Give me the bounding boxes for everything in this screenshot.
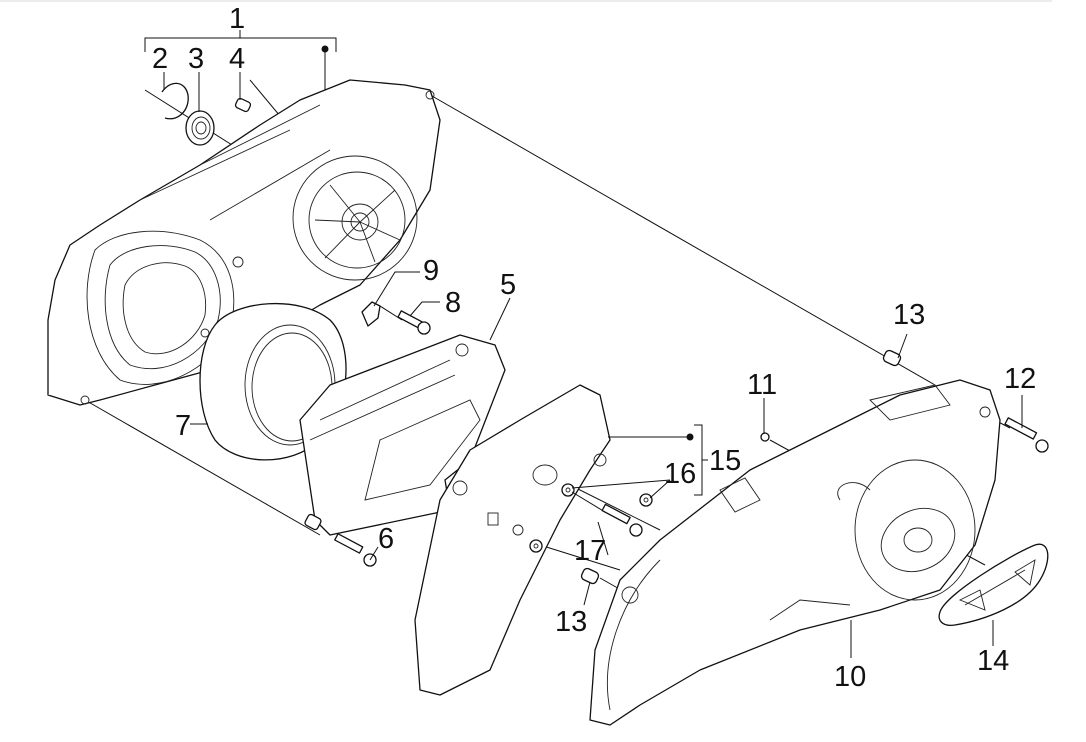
badge-emblem	[938, 543, 1049, 626]
callout-labels: 1 2 3 4 5 6 7 8 9 10 11 12 13 13 14 15 1…	[152, 3, 1036, 693]
leader-cover-to-screw6	[84, 399, 321, 536]
dowel-bush-13-upper	[882, 349, 902, 367]
callout-10: 10	[834, 661, 866, 693]
callout-9: 9	[423, 255, 439, 287]
screw-17	[571, 491, 643, 537]
inner-transmission-cover	[47, 79, 441, 406]
callout-4: 4	[229, 43, 245, 75]
air-intake-duct	[299, 334, 506, 536]
circlip	[161, 82, 189, 120]
callout-14: 14	[977, 645, 1009, 677]
cooling-duct	[414, 384, 611, 696]
callout-leaders	[163, 72, 1023, 658]
screw-12	[1004, 417, 1049, 453]
bearing	[185, 110, 215, 146]
callout-7: 7	[175, 410, 191, 442]
callout-2: 2	[152, 43, 168, 75]
screw-8	[379, 305, 431, 335]
callout-13-upper: 13	[893, 299, 925, 331]
washer-16	[529, 483, 653, 553]
callout-15: 15	[709, 445, 741, 477]
callout-8: 8	[445, 287, 461, 319]
screw-6	[304, 513, 377, 567]
washer-11	[760, 432, 770, 442]
callout-3: 3	[188, 43, 204, 75]
callout-1: 1	[229, 3, 245, 35]
callout-6: 6	[378, 523, 394, 555]
callout-12: 12	[1004, 363, 1036, 395]
leader-cover-to-outer	[431, 95, 936, 386]
callout-17: 17	[574, 535, 606, 567]
group-bracket-1	[144, 30, 337, 90]
top-border	[0, 0, 1052, 2]
dowel-bush-4	[234, 97, 252, 113]
callout-16: 16	[664, 458, 696, 490]
outer-transmission-cover	[589, 379, 1001, 726]
callout-13-lower: 13	[555, 606, 587, 638]
callout-5: 5	[500, 269, 516, 301]
dowel-bush-13-lower	[580, 567, 600, 585]
callout-11: 11	[747, 369, 777, 401]
group-bracket-15	[608, 424, 708, 496]
clip-9	[361, 301, 381, 327]
leader-lower-washer	[539, 544, 621, 571]
